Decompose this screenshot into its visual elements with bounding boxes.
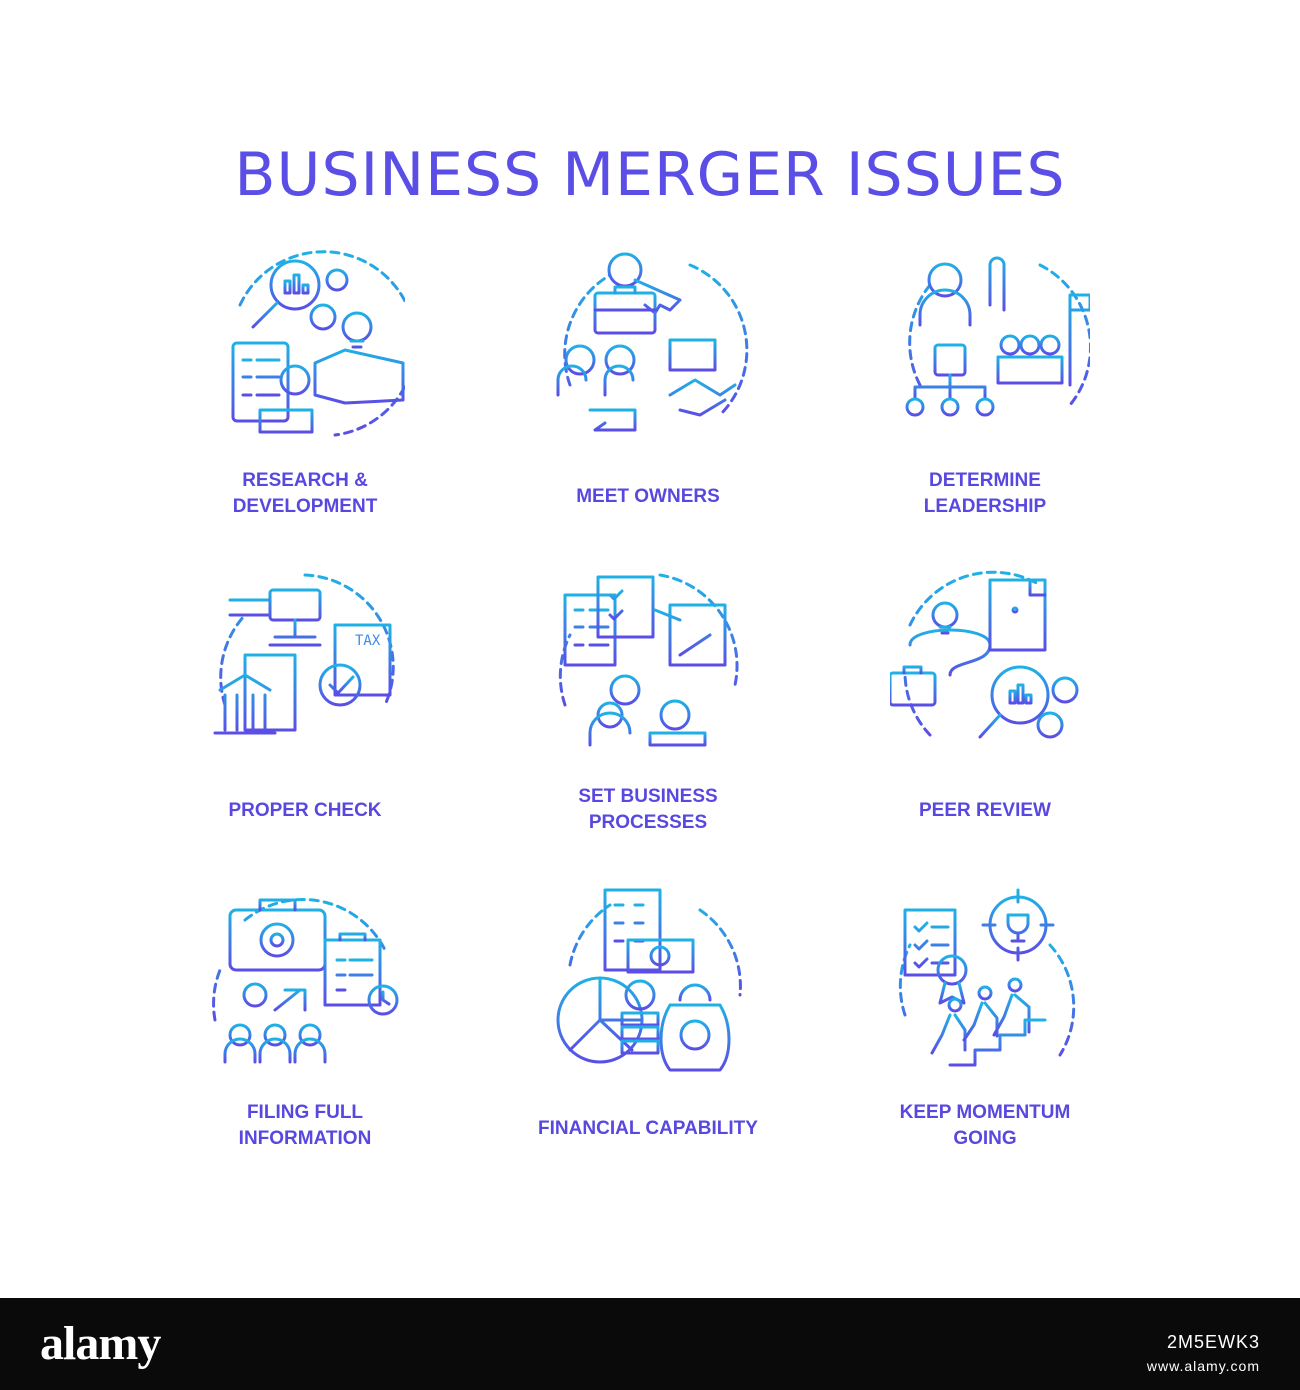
meet-owners-icon <box>556 252 749 432</box>
determine-leadership-icon <box>905 256 1090 417</box>
tile-label: SET BUSINESS PROCESSES <box>578 786 718 833</box>
tile-research-development <box>205 245 425 445</box>
research-development-icon <box>231 250 405 437</box>
tile-meet-owners <box>550 245 770 445</box>
tile-label: FILING FULL INFORMATION <box>238 1102 372 1149</box>
financial-capability-icon <box>556 888 742 1072</box>
peer-review-icon <box>890 570 1079 739</box>
set-business-processes-icon <box>558 573 739 747</box>
tile-label: KEEP MOMENTUM GOING <box>899 1102 1071 1149</box>
tile-label: DETERMINE LEADERSHIP <box>923 470 1047 517</box>
page-title: BUSINESS MERGER ISSUES <box>234 140 1066 210</box>
keep-momentum-going-icon <box>898 888 1076 1067</box>
tile-keep-momentum-going <box>890 885 1110 1085</box>
proper-check-icon: TAX <box>213 573 395 735</box>
tile-set-business-processes <box>550 565 770 765</box>
footer-url: www.alamy.com <box>1146 1358 1260 1374</box>
tile-label: FINANCIAL CAPABILITY <box>538 1118 758 1139</box>
tile-proper-check: TAX <box>205 565 425 765</box>
tile-filing-full-information <box>205 890 425 1090</box>
tile-determine-leadership <box>890 245 1110 445</box>
alamy-logo: alamy <box>40 1317 161 1370</box>
tile-label: PEER REVIEW <box>919 800 1051 821</box>
svg-text:TAX: TAX <box>355 633 381 649</box>
filing-full-information-icon <box>212 898 399 1064</box>
watermark-footer: alamy 2M5EWK3 www.alamy.com <box>0 1298 1300 1390</box>
tile-label: RESEARCH & DEVELOPMENT <box>232 470 378 517</box>
tile-peer-review <box>890 565 1110 765</box>
tile-financial-capability <box>550 885 770 1085</box>
tile-label: MEET OWNERS <box>576 486 720 507</box>
tile-label: PROPER CHECK <box>228 800 382 821</box>
image-id: 2M5EWK3 <box>1166 1332 1260 1352</box>
icon-grid: RESEARCH & DEVELOPMENT <box>205 245 1110 1149</box>
